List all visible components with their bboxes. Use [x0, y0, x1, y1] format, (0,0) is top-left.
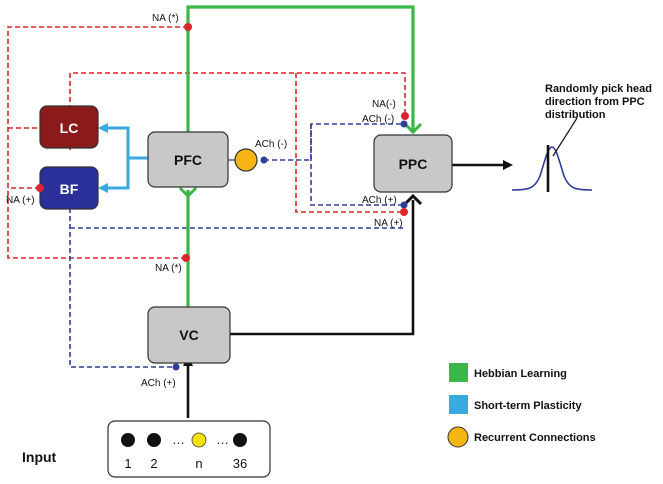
legend-swatch-recurrent — [447, 426, 469, 448]
input-panel: Input … … 1 2 n 36 — [22, 420, 271, 478]
annotation-line-2: direction from PPC — [545, 96, 645, 108]
node-vc: VC — [147, 306, 231, 364]
vc-to-ppc — [230, 200, 415, 336]
legend: Hebbian Learning Short-term Plasticity R… — [447, 363, 596, 448]
label-ach-minus-pfc: ACh (-) — [255, 139, 287, 150]
na-plus-loop — [295, 73, 404, 213]
ach-plus-ppc-dot — [400, 201, 408, 209]
input-num-1: 1 — [124, 456, 131, 471]
label-na-plus-bf: NA (+) — [6, 195, 35, 206]
ppc-chevron — [403, 122, 423, 135]
label-na-star-bottom: NA (*) — [155, 263, 182, 274]
synapse-dots — [36, 23, 409, 371]
na-star-dot-bottom — [182, 254, 190, 262]
input-title: Input — [22, 449, 57, 465]
na-plus-ppc-dot — [400, 208, 408, 216]
input-ellipsis-2: … — [216, 432, 229, 447]
vc-label: VC — [179, 327, 198, 343]
node-lc: LC — [39, 105, 99, 149]
legend-short-term: Short-term Plasticity — [474, 400, 582, 412]
ach-connections — [69, 123, 404, 368]
feedforward-connections — [186, 163, 505, 418]
input-unit-1 — [121, 433, 135, 447]
legend-swatch-short-term — [449, 395, 468, 414]
label-ach-plus-vc: ACh (+) — [141, 378, 176, 389]
ppc-label: PPC — [399, 156, 428, 172]
label-na-minus-ppc: NA(-) — [372, 99, 396, 110]
annotation-pointer — [552, 117, 578, 157]
lc-label: LC — [60, 120, 79, 136]
label-na-plus-ppc: NA (+) — [374, 218, 403, 229]
arrow-lc — [98, 123, 108, 133]
recurrent-connection — [234, 148, 258, 172]
label-ach-plus-ppc: ACh (+) — [362, 195, 397, 206]
node-ppc: PPC — [373, 134, 453, 193]
short-term-plasticity — [108, 126, 148, 190]
ach-minus-ppc-dot — [400, 120, 408, 128]
input-unit-2 — [147, 433, 161, 447]
pfc-to-bf — [108, 158, 130, 190]
ach-vc-dot — [172, 363, 180, 371]
pfc-label: PFC — [174, 152, 202, 168]
pfc-ppc-hebbian — [186, 5, 415, 133]
pfc-chevron — [178, 186, 198, 199]
legend-hebbian: Hebbian Learning — [474, 368, 567, 380]
pfc-to-lc — [108, 126, 148, 160]
bf-label: BF — [60, 181, 79, 197]
label-ach-minus-ppc: ACh (-) — [362, 114, 394, 125]
annotation-line-1: Randomly pick head — [545, 83, 652, 95]
annotation-line-3: distribution — [545, 109, 606, 121]
legend-swatch-hebbian — [449, 363, 468, 382]
node-pfc: PFC — [147, 131, 229, 188]
na-connections — [7, 26, 406, 259]
input-num-n: n — [195, 456, 202, 471]
na-minus-ppc-dot — [401, 112, 409, 120]
na-minus-loop — [69, 72, 406, 150]
input-ellipsis-1: … — [172, 432, 185, 447]
input-unit-36 — [233, 433, 247, 447]
na-star-dot-top — [184, 23, 192, 31]
ppc-input-chevron — [403, 193, 423, 206]
na-bf-dot — [36, 184, 44, 192]
ach-pfc-dot — [260, 156, 268, 164]
distribution-curve — [511, 146, 593, 191]
label-na-star-top: NA (*) — [152, 13, 179, 24]
arrow-bf — [98, 183, 108, 193]
ppc-distribution — [511, 117, 593, 192]
legend-recurrent: Recurrent Connections — [474, 432, 596, 444]
input-num-2: 2 — [150, 456, 157, 471]
output-arrow — [503, 160, 513, 170]
hebbian-connections — [186, 5, 415, 310]
na-star-loop — [7, 26, 188, 259]
input-unit-n — [191, 432, 207, 448]
ach-plus-line — [310, 124, 404, 206]
input-box — [107, 420, 271, 478]
node-bf: BF — [39, 166, 99, 210]
input-num-36: 36 — [233, 456, 247, 471]
